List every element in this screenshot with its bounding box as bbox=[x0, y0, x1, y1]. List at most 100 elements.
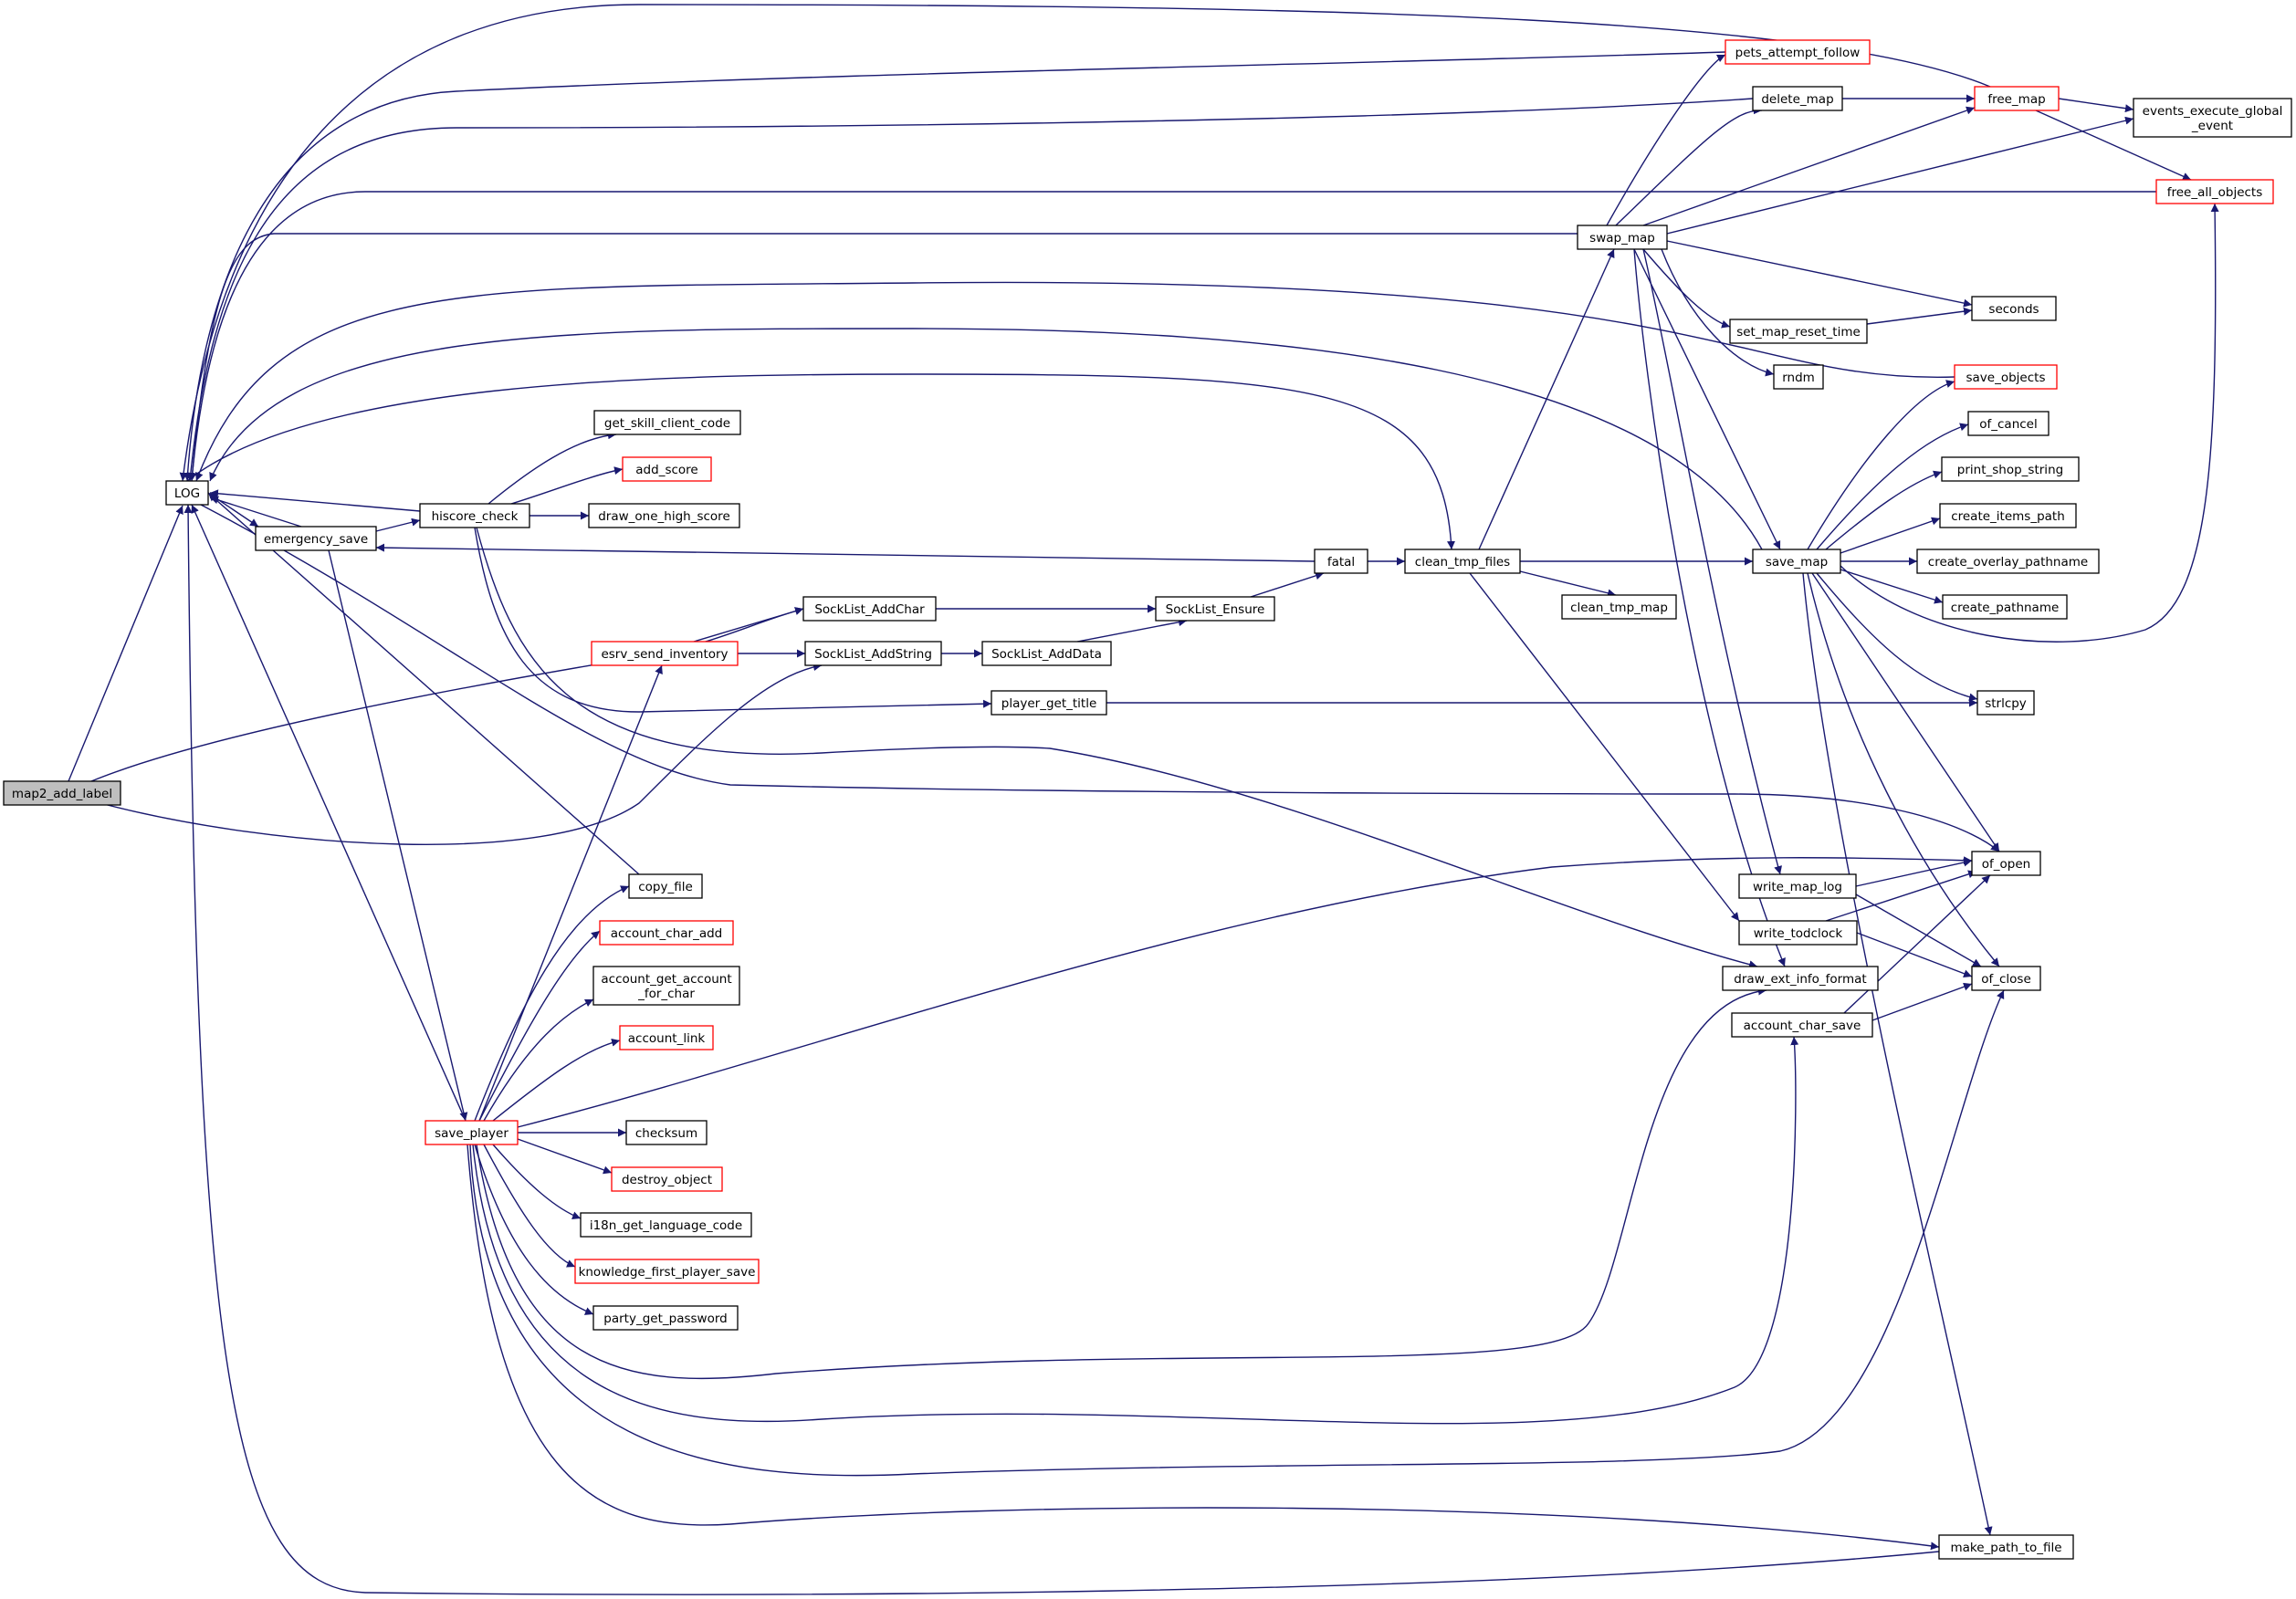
node-label: strlcpy bbox=[1985, 696, 2027, 711]
call-edge-save-player-to-i18n-get-language-code bbox=[492, 1144, 582, 1219]
call-edge-pets-attempt-follow-to-LOG bbox=[183, 51, 1726, 482]
node-free-map[interactable]: free_map bbox=[1974, 86, 2060, 111]
call-edge-save-map-to-save-objects bbox=[1807, 380, 1955, 550]
node-box bbox=[1752, 549, 1841, 574]
node-seconds[interactable]: seconds bbox=[1971, 296, 2057, 321]
node-of-close[interactable]: of_close bbox=[1971, 966, 2041, 991]
node-label: seconds bbox=[1988, 302, 2039, 317]
node-account-link[interactable]: account_link bbox=[619, 1025, 714, 1050]
node-draw-ext-info-format[interactable]: draw_ext_info_format bbox=[1722, 966, 1879, 991]
node-box bbox=[1938, 1534, 2074, 1560]
node-events-execute-global-event[interactable]: events_execute_global_event bbox=[2133, 98, 2292, 138]
node-save-map[interactable]: save_map bbox=[1752, 549, 1841, 574]
node-pets-attempt-follow[interactable]: pets_attempt_follow bbox=[1725, 39, 1871, 65]
call-edge-save-map-to-make-path-to-file bbox=[1802, 572, 1993, 1536]
node-of-cancel[interactable]: of_cancel bbox=[1967, 411, 2050, 436]
node-box bbox=[981, 641, 1112, 666]
node-get-skill-client-code[interactable]: get_skill_client_code bbox=[593, 410, 741, 435]
node-label: save_map bbox=[1766, 555, 1828, 570]
node-box bbox=[1314, 549, 1368, 574]
call-edge-set-map-reset-time-to-seconds bbox=[1866, 307, 1973, 325]
node-make-path-to-file[interactable]: make_path_to_file bbox=[1938, 1534, 2074, 1560]
call-edge-swap-map-to-write-map-log bbox=[1642, 248, 1782, 875]
call-edge-write-todclock-to-of-close bbox=[1856, 932, 1973, 978]
call-edge-free-map-to-free-all-objects bbox=[2035, 110, 2192, 181]
node-label: of_close bbox=[1981, 972, 2031, 987]
node-label: emergency_save bbox=[264, 532, 368, 547]
node-label: checksum bbox=[635, 1126, 697, 1141]
node-create-items-path[interactable]: create_items_path bbox=[1939, 503, 2077, 528]
node-rndm[interactable]: rndm bbox=[1773, 364, 1824, 390]
node-fatal[interactable]: fatal bbox=[1314, 549, 1368, 574]
node-esrv-send-inventory[interactable]: esrv_send_inventory bbox=[591, 641, 739, 666]
node-knowledge-first-player-save[interactable]: knowledge_first_player_save bbox=[574, 1259, 760, 1284]
node-SockList-AddChar[interactable]: SockList_AddChar bbox=[802, 596, 937, 622]
node-box bbox=[1729, 319, 1868, 344]
node-LOG[interactable]: LOG bbox=[165, 480, 209, 506]
node-write-todclock[interactable]: write_todclock bbox=[1738, 920, 1858, 946]
node-map2-add-label[interactable]: map2_add_label bbox=[3, 780, 121, 806]
node-copy-file[interactable]: copy_file bbox=[628, 873, 703, 899]
node-label: esrv_send_inventory bbox=[601, 647, 728, 662]
node-i18n-get-language-code[interactable]: i18n_get_language_code bbox=[580, 1212, 752, 1238]
node-label: LOG bbox=[174, 486, 200, 501]
call-edge-LOG-to-of-open bbox=[200, 504, 2000, 852]
node-destroy-object[interactable]: destroy_object bbox=[611, 1166, 723, 1192]
node-box bbox=[593, 410, 741, 435]
node-draw-one-high-score[interactable]: draw_one_high_score bbox=[588, 503, 740, 528]
call-edge-hiscore-check-to-add-score bbox=[510, 466, 624, 505]
call-edge-save-player-to-knowledge-first-player-save bbox=[483, 1144, 576, 1268]
call-edge-save-player-to-draw-ext-info-format bbox=[476, 987, 1767, 1380]
node-player-get-title[interactable]: player_get_title bbox=[991, 690, 1107, 716]
node-clean-tmp-map[interactable]: clean_tmp_map bbox=[1561, 594, 1677, 620]
call-edge-save-map-to-create-items-path bbox=[1840, 517, 1941, 554]
node-checksum[interactable]: checksum bbox=[625, 1120, 708, 1145]
node-label: SockList_Ensure bbox=[1166, 602, 1265, 617]
node-hiscore-check[interactable]: hiscore_check bbox=[419, 503, 530, 528]
node-of-open[interactable]: of_open bbox=[1971, 851, 2041, 876]
node-SockList-Ensure[interactable]: SockList_Ensure bbox=[1155, 596, 1275, 622]
call-edge-emergency-save-to-save-player bbox=[328, 549, 468, 1122]
node-box bbox=[1725, 39, 1871, 65]
node-SockList-AddData[interactable]: SockList_AddData bbox=[981, 641, 1112, 666]
node-create-pathname[interactable]: create_pathname bbox=[1942, 594, 2068, 620]
node-label: make_path_to_file bbox=[1950, 1541, 2061, 1555]
node-free-all-objects[interactable]: free_all_objects bbox=[2155, 179, 2274, 204]
node-account-char-add[interactable]: account_char_add bbox=[599, 920, 734, 946]
node-swap-map[interactable]: swap_map bbox=[1577, 225, 1668, 250]
call-edge-save-map-to-of-open bbox=[1811, 572, 2000, 852]
node-add-score[interactable]: add_score bbox=[622, 456, 712, 482]
node-box bbox=[592, 1305, 739, 1331]
call-edge-save-player-to-account-get-account-for-char bbox=[483, 998, 594, 1122]
node-label: delete_map bbox=[1761, 92, 1833, 107]
node-save-objects[interactable]: save_objects bbox=[1954, 364, 2058, 390]
node-label: _for_char bbox=[637, 987, 695, 1001]
node-label: SockList_AddString bbox=[814, 647, 932, 662]
node-print-shop-string[interactable]: print_shop_string bbox=[1941, 456, 2080, 482]
node-box bbox=[1752, 86, 1843, 111]
node-box bbox=[2155, 179, 2274, 204]
node-strlcpy[interactable]: strlcpy bbox=[1976, 690, 2035, 716]
node-save-player[interactable]: save_player bbox=[425, 1120, 519, 1145]
node-write-map-log[interactable]: write_map_log bbox=[1738, 873, 1857, 899]
node-label: destroy_object bbox=[622, 1173, 712, 1187]
node-box bbox=[1773, 364, 1824, 390]
node-create-overlay-pathname[interactable]: create_overlay_pathname bbox=[1916, 549, 2100, 574]
node-SockList-AddString[interactable]: SockList_AddString bbox=[804, 641, 942, 666]
node-party-get-password[interactable]: party_get_password bbox=[592, 1305, 739, 1331]
node-box bbox=[1971, 966, 2041, 991]
node-box bbox=[1942, 594, 2068, 620]
call-edge-fatal-to-emergency-save bbox=[375, 543, 1316, 562]
node-delete-map[interactable]: delete_map bbox=[1752, 86, 1843, 111]
node-label: knowledge_first_player_save bbox=[579, 1265, 756, 1280]
call-edge-write-todclock-to-of-open bbox=[1825, 870, 1977, 922]
node-account-get-account-for-char[interactable]: account_get_account_for_char bbox=[592, 966, 740, 1006]
node-label: account_char_add bbox=[611, 926, 723, 941]
node-label: account_char_save bbox=[1744, 1019, 1861, 1033]
node-box bbox=[580, 1212, 752, 1238]
node-emergency-save[interactable]: emergency_save bbox=[255, 526, 377, 551]
node-account-char-save[interactable]: account_char_save bbox=[1731, 1012, 1873, 1038]
node-clean-tmp-files[interactable]: clean_tmp_files bbox=[1404, 549, 1521, 574]
node-set-map-reset-time[interactable]: set_map_reset_time bbox=[1729, 319, 1868, 344]
